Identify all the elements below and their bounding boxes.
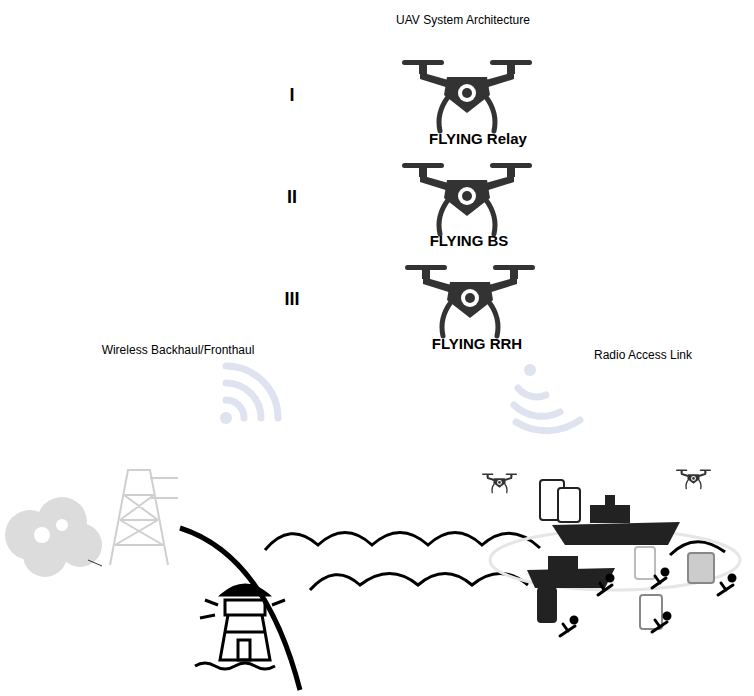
drone-bs [402, 163, 532, 234]
diagram-title: UAV System Architecture [396, 13, 530, 27]
swimmers [560, 569, 735, 636]
uav-label: FLYING RRH [432, 335, 522, 352]
drone-rrh [405, 265, 535, 336]
tower [110, 470, 178, 565]
uav-label: FLYING Relay [429, 130, 527, 147]
roman-numeral: I [289, 85, 294, 106]
coast [180, 528, 300, 690]
small-drone [482, 474, 517, 493]
cloud [5, 497, 102, 577]
link-label: Wireless Backhaul/Fronthaul [102, 343, 255, 357]
link-label: Radio Access Link [594, 348, 692, 362]
small-drone [676, 470, 711, 489]
roman-numeral: II [287, 187, 297, 208]
devices [538, 480, 714, 629]
wifi-icons [220, 364, 580, 431]
roman-numeral: III [284, 289, 299, 310]
lighthouse [195, 585, 285, 669]
uav-label: FLYING BS [430, 232, 509, 249]
drone-relay [402, 60, 532, 131]
